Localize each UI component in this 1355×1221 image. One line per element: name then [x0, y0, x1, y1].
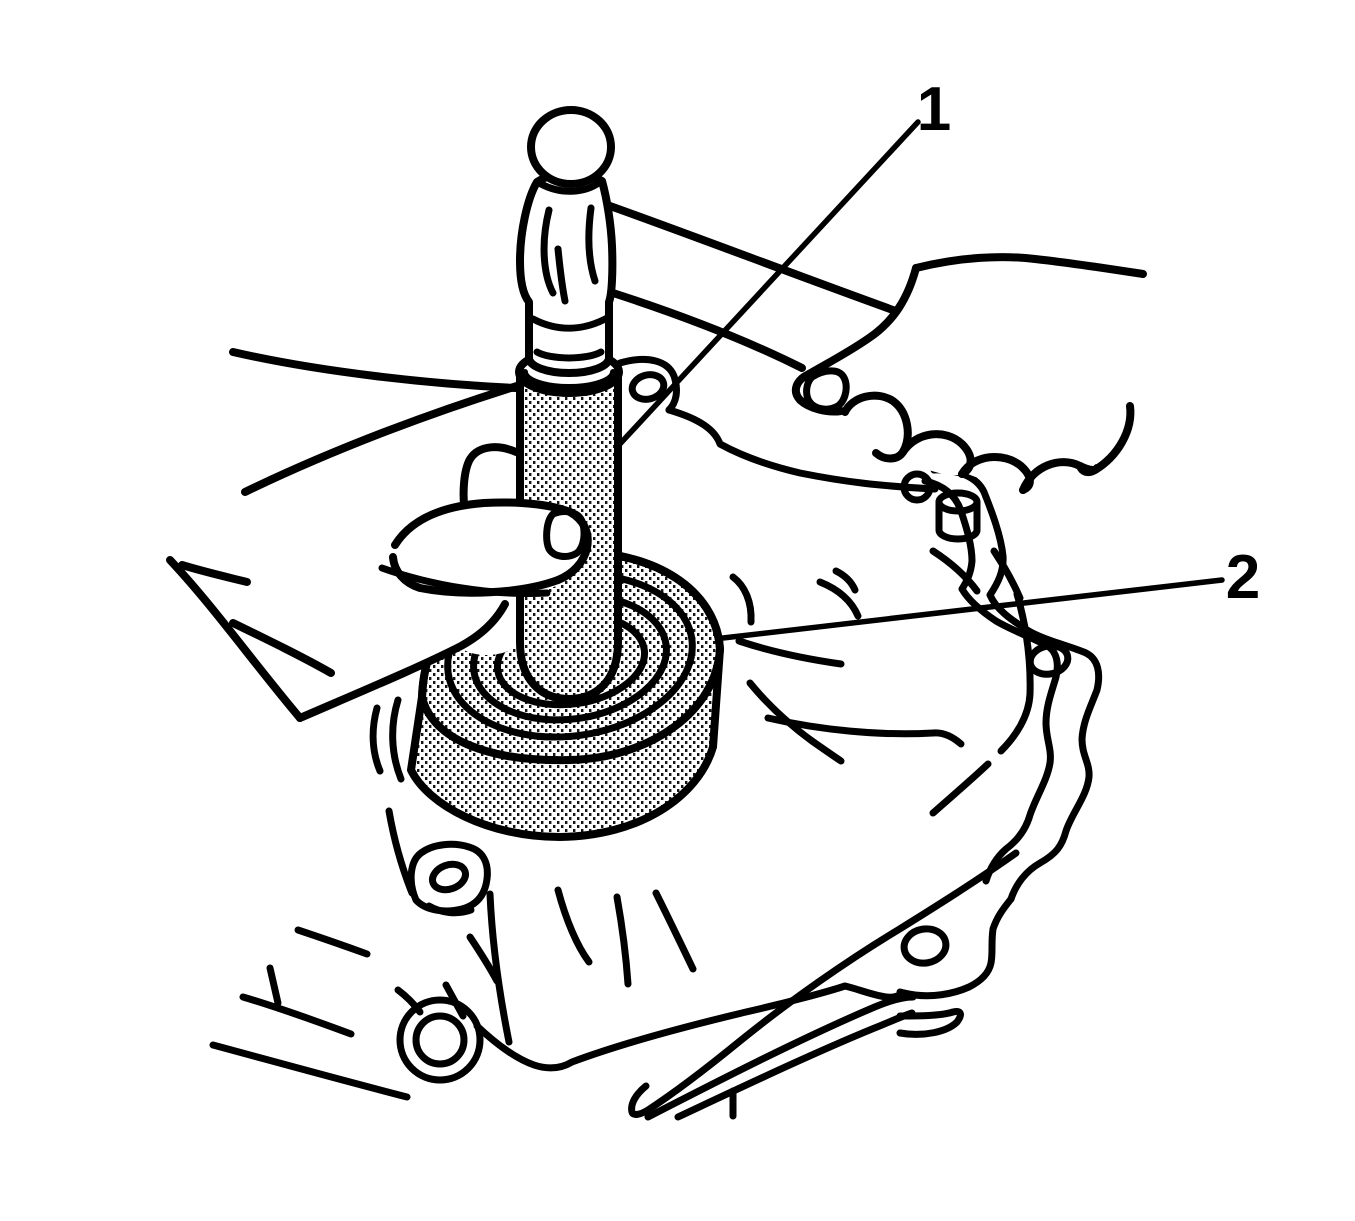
left-arm-fill [170, 352, 521, 718]
case-round-boss-outer [396, 996, 484, 1084]
right-pinky-outline [1076, 402, 1135, 477]
case-rib-e [613, 893, 632, 988]
case-left-rib-2 [209, 1041, 411, 1101]
case-foot-bolt-hole [900, 925, 950, 967]
case-interior-curve-7 [929, 760, 992, 817]
left-thumb-fill [391, 501, 589, 598]
case-left-rib-3 [266, 964, 282, 1007]
case-interior-arc-1 [729, 573, 755, 626]
case-rib-c [486, 890, 513, 1046]
right-hand-fill [794, 268, 1143, 482]
hammer [516, 106, 936, 382]
case-bore-arc-outer [369, 704, 384, 775]
hammer-cheek-left [540, 206, 557, 297]
hammer-cheek-crease [554, 245, 569, 305]
hammer-neck-line [537, 178, 604, 195]
left-arm-bottom-outline [166, 556, 304, 722]
case-round-boss-inner [412, 1012, 468, 1068]
case-rib-v [442, 981, 467, 1020]
hammer-handle-fill [610, 206, 932, 382]
dowel-pin-body [935, 498, 981, 543]
hammer-head [516, 168, 617, 377]
case-flange-outer-edge [930, 466, 1103, 903]
left-thumb-top-edge [391, 498, 574, 549]
callout-1-label: 1 [917, 75, 951, 144]
right-hand [791, 253, 1147, 494]
left-thumb [378, 498, 592, 598]
case-interior-curve-2 [746, 679, 845, 765]
case-interior-curve-3 [764, 714, 965, 748]
case-edge-segment [394, 986, 424, 1016]
right-hand-web [805, 264, 920, 378]
hammer-ball-peen [527, 106, 615, 188]
case-bolt-hole-top [628, 371, 668, 403]
case-left-rib-4 [294, 926, 371, 958]
case-rib-d [554, 886, 593, 966]
case-interior-arc-3 [832, 567, 859, 594]
case-interior-curve-4 [929, 547, 981, 595]
case-bottom-edge [473, 982, 905, 1072]
left-wrist-crease-1 [178, 561, 251, 586]
case-lower-flange-line-1 [628, 849, 1020, 1118]
hammer-face-arc [533, 348, 605, 362]
case-lug-arc [425, 902, 475, 917]
right-thumbnail [803, 367, 850, 413]
case-lug-hole [429, 860, 469, 894]
case-bore-arc-inner [389, 696, 405, 783]
left-hand [166, 348, 521, 722]
case-small-hole [900, 470, 934, 504]
hammer-face-line [529, 313, 613, 332]
transmission-case [209, 346, 1103, 1121]
left-wrist-crease-2 [229, 619, 335, 677]
case-rib-f [652, 889, 697, 973]
callout-2-leader-line [720, 577, 1225, 641]
left-arm-crease-1 [241, 382, 521, 496]
case-bore-edge [665, 406, 939, 493]
callout-1-leader-line [615, 119, 921, 449]
left-thumb-crease [378, 564, 551, 597]
line-art [166, 106, 1225, 1121]
case-rib-a [385, 807, 416, 897]
left-thumbnail [543, 508, 588, 560]
case-interior-arc-2 [816, 578, 862, 620]
case-interior-curve-1 [735, 637, 845, 668]
callout-2-label: 2 [1226, 543, 1260, 612]
hammer-handle-bottom [606, 288, 806, 372]
hammer-cheek-right [585, 204, 599, 285]
right-wrist-outline [912, 253, 1147, 278]
case-flange-inner-edge [921, 477, 1061, 885]
case-bolt-boss-arc [616, 355, 680, 414]
case-lower-flange-line-3 [674, 1009, 916, 1121]
right-finger-1 [841, 391, 912, 463]
callout-leaders [615, 119, 1225, 641]
left-palm-edge [296, 600, 509, 722]
case-foot-bottom-bump [896, 1008, 964, 1038]
hammer-handle-top [606, 202, 936, 328]
case-left-rib-1 [239, 993, 355, 1038]
left-arm-top-outline [229, 348, 520, 392]
case-interior-curve-6 [997, 590, 1034, 755]
tool-top-rim-inner [522, 369, 616, 390]
